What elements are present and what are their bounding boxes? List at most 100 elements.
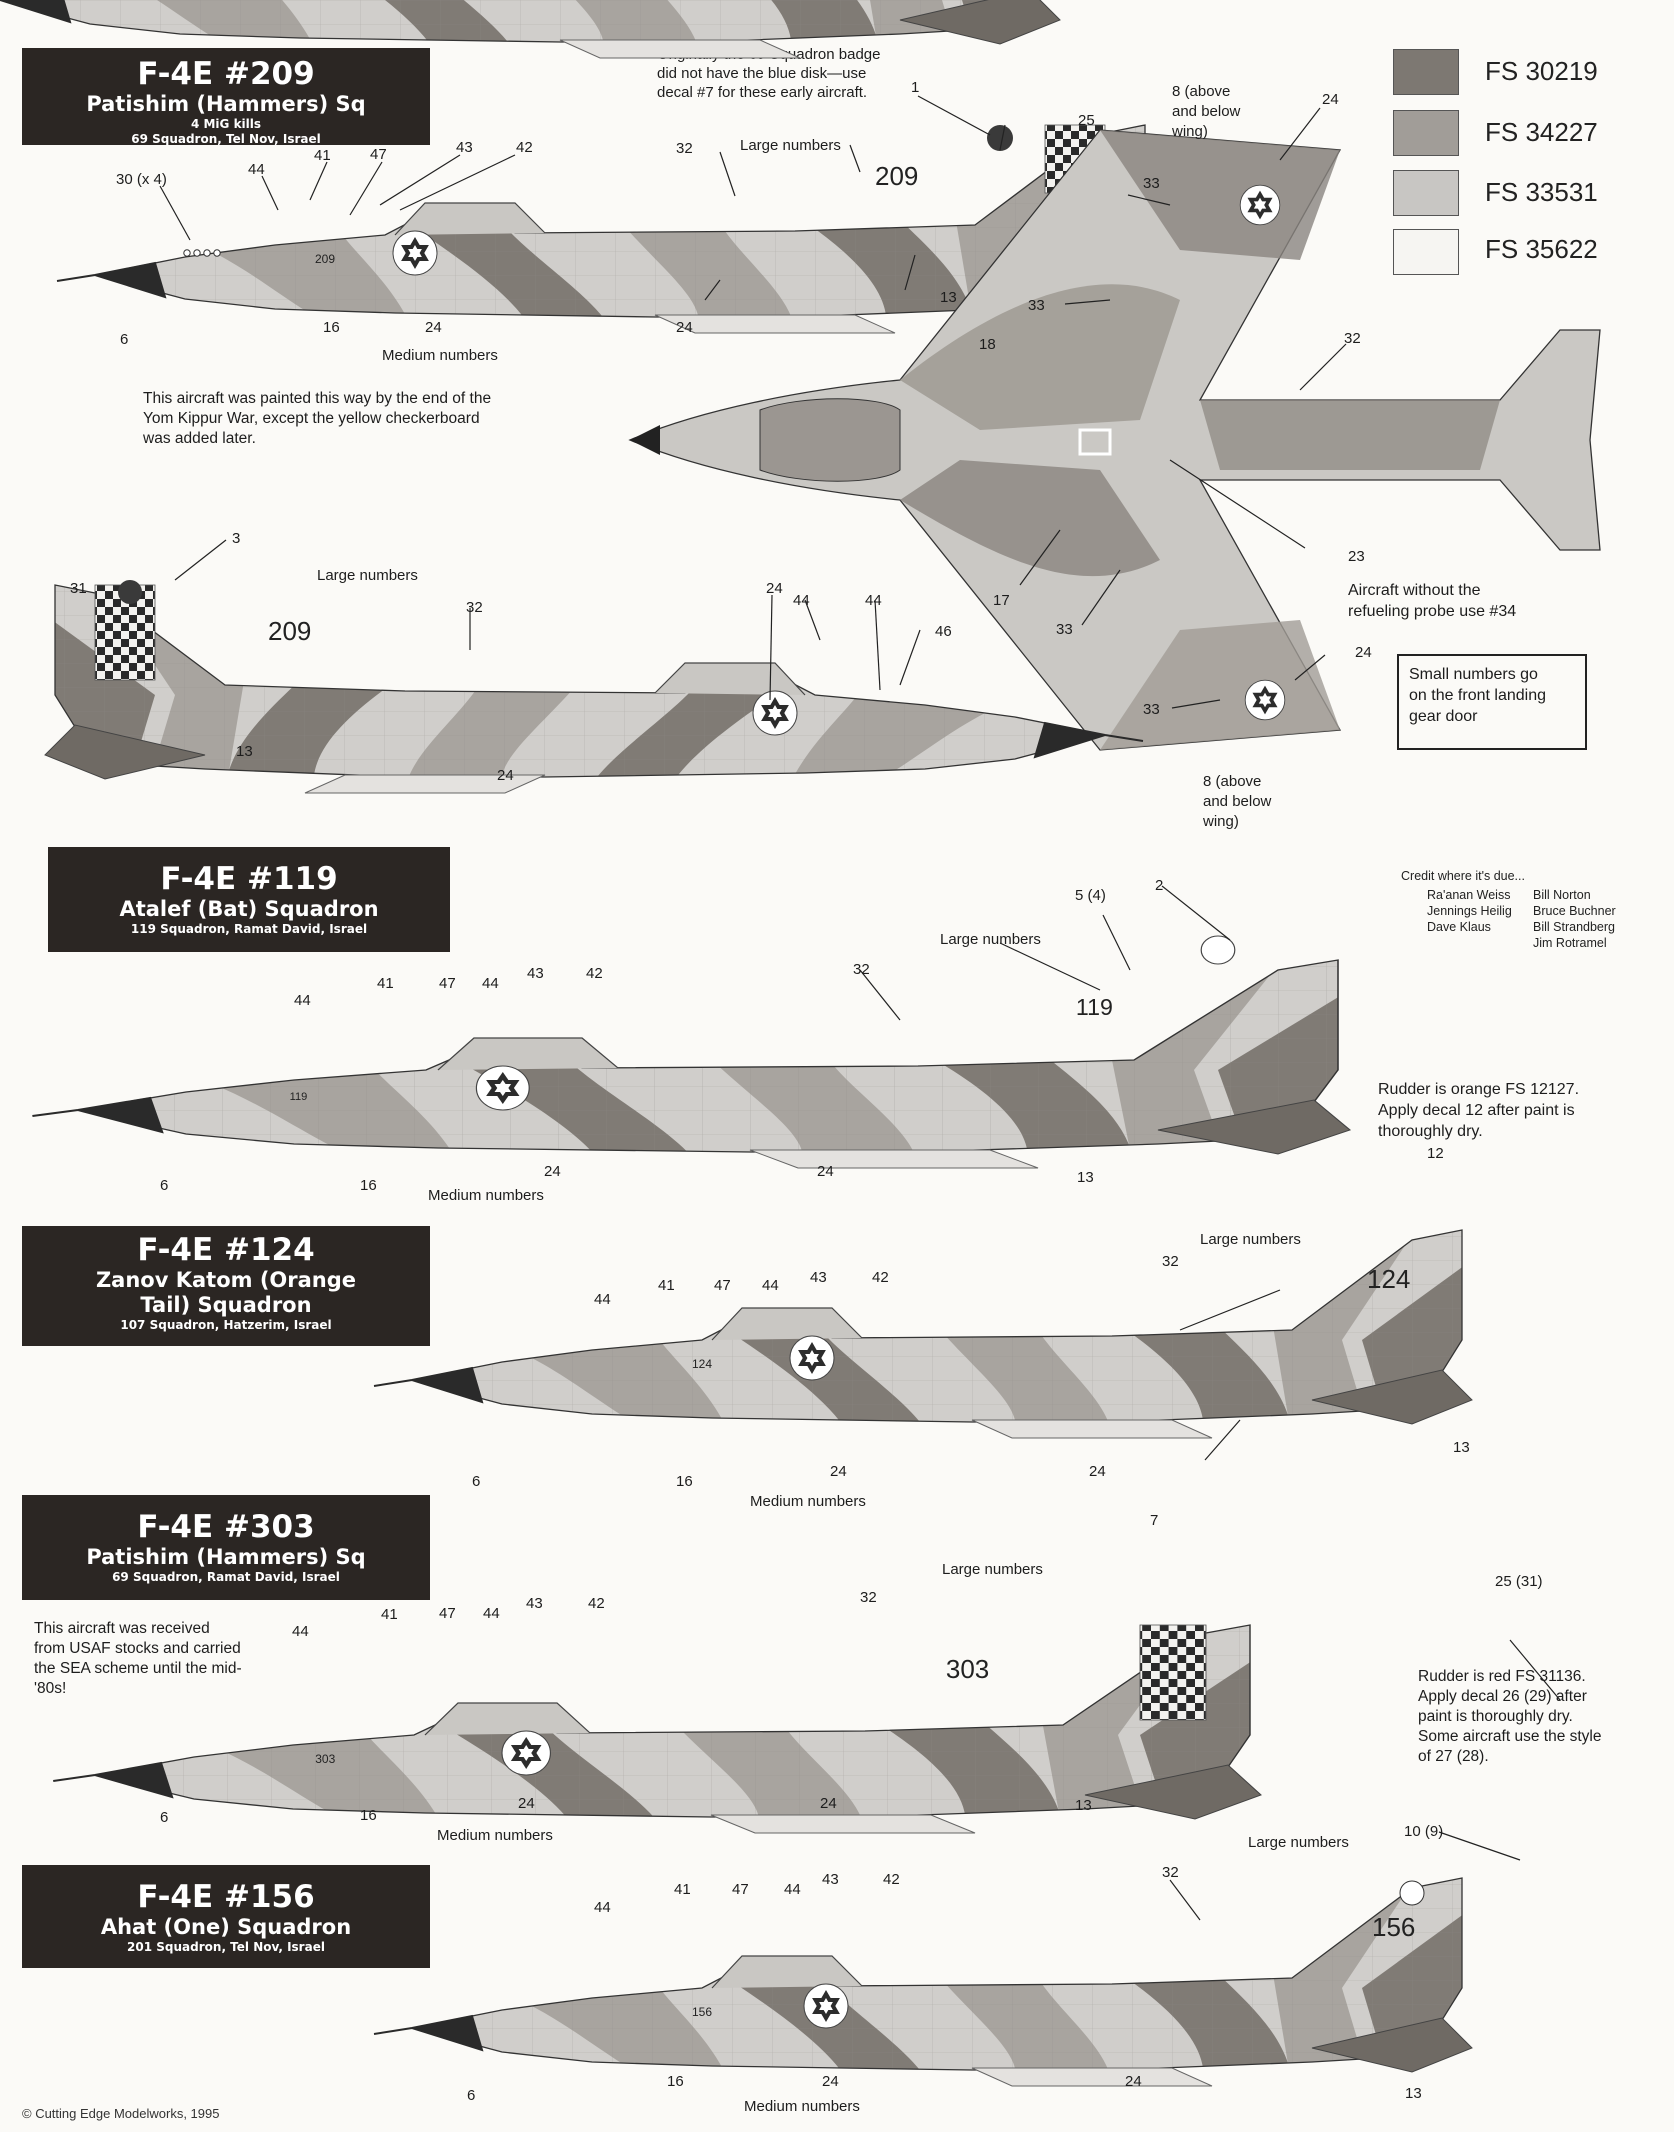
profile-subtitle: Zanov Katom (Orange Tail) Squadron (95, 1268, 357, 1317)
callout-number: 24 (425, 319, 442, 336)
callout-number: 32 (1162, 1253, 1179, 1270)
title-box-209: F-4E #209 Patishim (Hammers) Sq 4 MiG ki… (22, 48, 430, 146)
callout-number: 31 (70, 580, 87, 597)
callout-number: 42 (586, 965, 603, 982)
callout-number: 24 (817, 1163, 834, 1180)
title-box-156: F-4E #156 Ahat (One) Squadron 201 Squadr… (22, 1865, 430, 1968)
credits-col2: Bill Norton Bruce Buchner Bill Strandber… (1533, 888, 1616, 950)
color-swatch-label: FS 30219 (1485, 56, 1598, 86)
callout-number: 6 (120, 331, 128, 348)
callout-number: 32 (676, 140, 693, 157)
profile-title: F-4E #156 (137, 1879, 315, 1915)
callout-number: 16 (667, 2073, 684, 2090)
callout-number: 6 (472, 1473, 480, 1490)
profile-title: F-4E #303 (137, 1509, 315, 1545)
intake-number: 124 (692, 1357, 712, 1371)
profile-subtitle: Ahat (One) Squadron (100, 1915, 352, 1939)
callout-number: 24 (518, 1795, 535, 1812)
callout-number: 43 (527, 965, 544, 982)
callout-number: 47 (439, 975, 456, 992)
callout-number: 24 (1125, 2073, 1142, 2090)
callout-number: 6 (160, 1809, 168, 1826)
callout-number: 32 (1344, 330, 1361, 347)
callout-number: 6 (467, 2087, 475, 2104)
credits-heading: Credit where it's due... (1401, 869, 1525, 883)
callout-number: 41 (377, 975, 394, 992)
copyright: © Cutting Edge Modelworks, 1995 (22, 2106, 220, 2121)
profile-unit: 69 Squadron, Ramat David, Israel (112, 1570, 340, 1584)
profile-unit: 107 Squadron, Hatzerim, Israel (120, 1318, 332, 1332)
credits-col1: Ra'anan Weiss Jennings Heilig Dave Klaus (1427, 888, 1512, 934)
callout-number: 44 (248, 161, 265, 178)
color-swatch (1393, 110, 1459, 156)
callout-number: 2 (1155, 877, 1163, 894)
callout-number: 16 (676, 1473, 693, 1490)
callout-number: 24 (1355, 644, 1372, 661)
color-swatch (1393, 49, 1459, 95)
credits: Credit where it's due... Ra'anan Weiss J… (1401, 868, 1661, 958)
large-numbers-label: Large numbers (940, 931, 1041, 948)
profile-unit: 201 Squadron, Tel Nov, Israel (127, 1940, 325, 1954)
tail-number: 119 (1076, 994, 1113, 1020)
callout-number: 13 (940, 289, 957, 306)
title-box-303: F-4E #303 Patishim (Hammers) Sq 69 Squad… (22, 1495, 430, 1600)
rudder-orange-note: Rudder is orange FS 12127. Apply decal 1… (1378, 1081, 1580, 1140)
callout-number: 5 (4) (1075, 887, 1106, 904)
callout-number: 24 (830, 1463, 847, 1480)
title-box-124: F-4E #124 Zanov Katom (Orange Tail) Squa… (22, 1226, 430, 1346)
refueling-probe-note: Aircraft without the refueling probe use… (1348, 582, 1517, 620)
leader-lines (159, 95, 1561, 1921)
callout-number: 42 (872, 1269, 889, 1286)
tail-number: 209 (875, 161, 918, 191)
callout-number: 43 (810, 1269, 827, 1286)
profile-119-side: 119 119 (32, 935, 1350, 1170)
callout-number: 33 (1056, 621, 1073, 638)
callout-number: 43 (456, 139, 473, 156)
intake-number: 303 (315, 1752, 335, 1766)
profile-title: F-4E #209 (137, 56, 315, 92)
callout-number: 24 (822, 2073, 839, 2090)
callout-number: 42 (588, 1595, 605, 1612)
callout-number: 44 (292, 1623, 309, 1640)
callout-number: 43 (526, 1595, 543, 1612)
callout-number: 13 (1075, 1797, 1092, 1814)
tail-number: 303 (946, 1654, 989, 1684)
small-numbers-note: Small numbers go on the front landing ge… (1397, 654, 1587, 750)
callout-number: 44 (483, 1605, 500, 1622)
callout-number: 41 (314, 147, 331, 164)
callout-number: 41 (658, 1277, 675, 1294)
callout-number: 32 (1162, 1864, 1179, 1881)
rudder-red-note: Rudder is red FS 31136. Apply decal 26 (… (1418, 1668, 1602, 1765)
callout-number: 13 (236, 743, 253, 760)
profile-156-side: 156 156 (374, 1868, 1472, 2088)
callout-number: 16 (360, 1807, 377, 1824)
callout-number: 41 (674, 1881, 691, 1898)
medium-numbers-label: Medium numbers (428, 1187, 544, 1204)
profile-subtitle: Patishim (Hammers) Sq (86, 92, 366, 116)
medium-numbers-label: Medium numbers (744, 2098, 860, 2115)
callout-number: 18 (979, 336, 996, 353)
profile-unit: 119 Squadron, Ramat David, Israel (130, 922, 368, 936)
callout-number: 24 (766, 580, 783, 597)
intake-number: 156 (692, 2005, 712, 2019)
callout-number: 44 (793, 592, 810, 609)
tail-number: 124 (1367, 1264, 1410, 1294)
callout-number: 44 (294, 992, 311, 1009)
large-numbers-label: Large numbers (1200, 1231, 1301, 1248)
callout-number: 47 (439, 1605, 456, 1622)
callout-number: 30 (x 4) (116, 171, 167, 188)
color-swatch-label: FS 33531 (1485, 177, 1598, 207)
callout-number: 47 (370, 146, 387, 163)
intake-number: 209 (315, 252, 335, 266)
color-swatch-label: FS 34227 (1485, 117, 1598, 147)
profile-subtitle: Patishim (Hammers) Sq (86, 1545, 366, 1569)
tail-number: 156 (1372, 1912, 1415, 1942)
callout-number: 1 (911, 79, 919, 96)
medium-numbers-label: Medium numbers (382, 347, 498, 364)
callout-number: 13 (1405, 2085, 1422, 2102)
callout-number: 46 (935, 623, 952, 640)
callout-number: 44 (482, 975, 499, 992)
